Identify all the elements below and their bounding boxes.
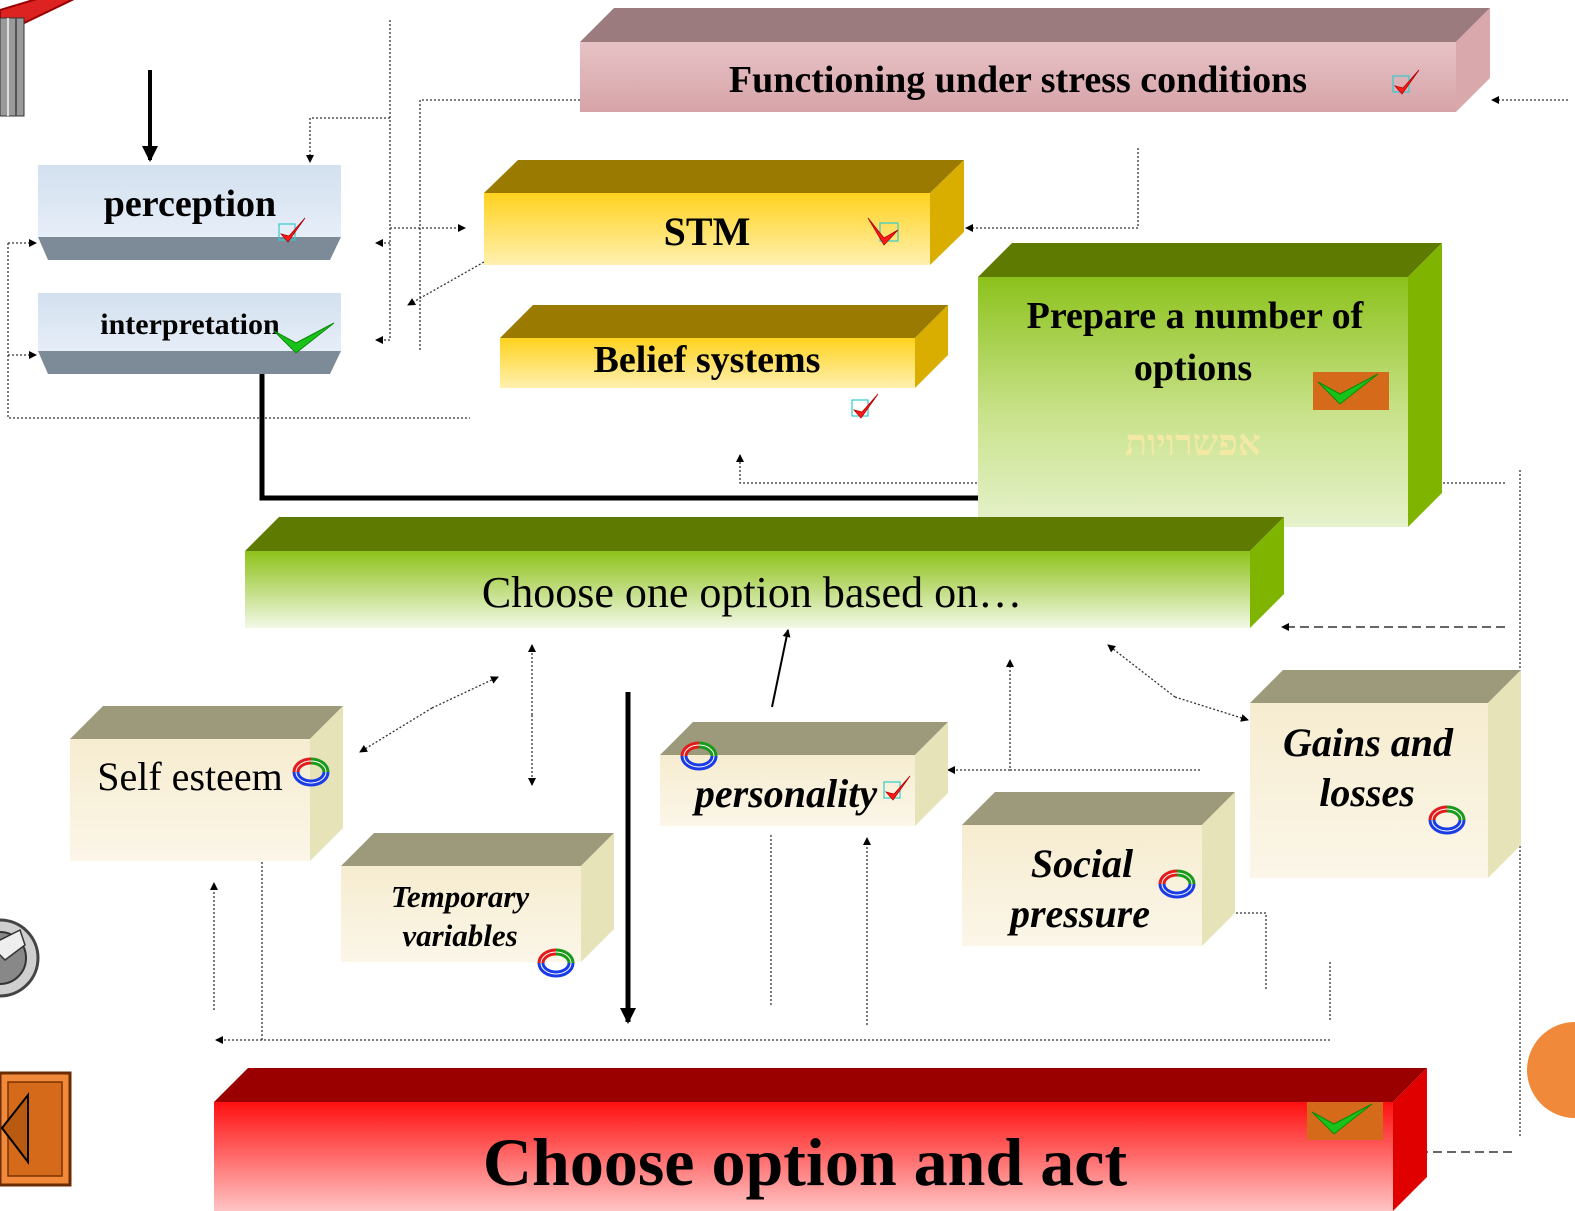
prepare-line1: Prepare a number of [1027,295,1365,337]
belief-label: Belief systems [594,339,821,381]
checkmark-icon [867,217,899,246]
checkmark-icon [851,393,879,419]
choose-act-label: Choose option and act [483,1124,1128,1200]
prepare-line2: options [1134,347,1252,389]
social-line1: Social [1031,841,1134,886]
personality-box: personality [660,722,948,826]
social-line2: pressure [1007,891,1150,936]
self-esteem-box: Self esteem [70,706,343,861]
stress-label: Functioning under stress conditions [729,59,1307,101]
perception-box: perception [38,165,341,260]
interpretation-box: interpretation [38,293,341,374]
temporary-line1: Temporary [391,879,530,914]
self-esteem-label: Self esteem [97,754,283,799]
belief-box: Belief systems [500,305,948,419]
cycle-arrows-icon [541,952,571,974]
partial-orange-circle [1527,1022,1575,1118]
film-reel-icon[interactable] [0,918,40,998]
gains-losses-box: Gains and losses [1250,670,1521,878]
prepare-hebrew: אפשרויות [1125,423,1261,463]
gains-line2: losses [1319,770,1415,815]
gains-line1: Gains and [1283,720,1454,765]
back-arrow-icon[interactable] [0,1071,72,1187]
choose-one-label: Choose one option based on… [482,568,1022,617]
stm-label: STM [664,209,751,254]
temporary-variables-box: Temporary variables [341,833,614,974]
interpretation-label: interpretation [100,308,280,341]
temporary-line2: variables [402,918,517,953]
stm-box: STM [484,160,964,265]
choose-one-box: Choose one option based on… [245,517,1284,628]
choose-act-box: Choose option and act [214,1068,1427,1211]
perception-label: perception [104,183,276,225]
personality-label: personality [692,771,877,816]
social-pressure-box: Social pressure [962,792,1235,946]
partial-decoration-top-left [0,0,75,117]
stress-box: Functioning under stress conditions [580,8,1490,112]
prepare-options-box: Prepare a number of options אפשרויות [978,243,1442,527]
